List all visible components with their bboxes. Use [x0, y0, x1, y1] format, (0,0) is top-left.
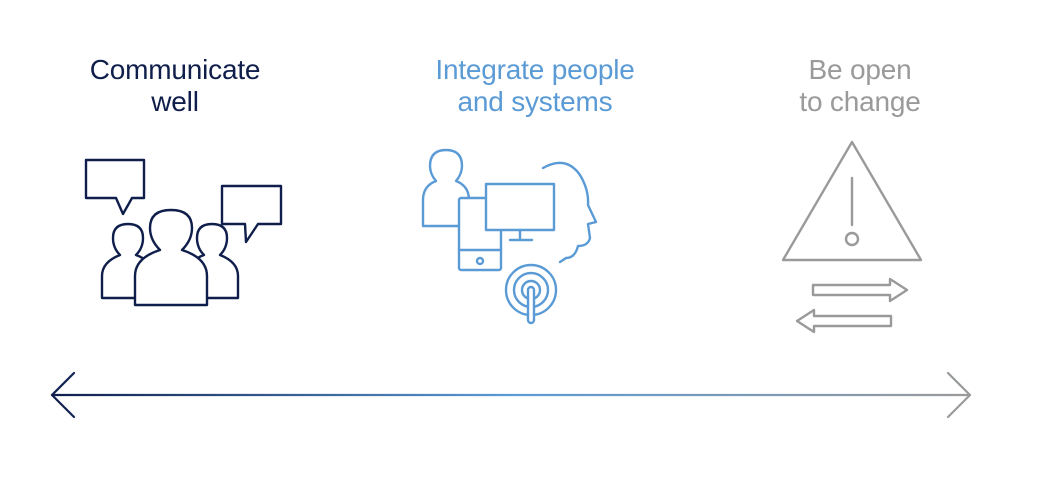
- title-communicate-well: Communicate well: [40, 54, 310, 118]
- title-line: Communicate: [89, 54, 261, 85]
- arrowhead-left: [50, 371, 76, 419]
- title-line: to change: [799, 86, 921, 117]
- title-line: well: [151, 86, 199, 117]
- warning-triangle-icon: [781, 140, 923, 262]
- exclamation-dot: [844, 231, 860, 247]
- person-icon: [421, 148, 471, 228]
- title-line: and systems: [457, 86, 613, 117]
- arrow-right-icon: [811, 277, 909, 303]
- speech-bubble-right-icon: [220, 184, 283, 244]
- head-profile-icon: [541, 161, 598, 264]
- arrow-left-icon: [795, 308, 893, 334]
- arrowhead-right: [946, 371, 972, 419]
- spectrum-arrow: [50, 371, 972, 419]
- title-line: Integrate people: [435, 54, 635, 85]
- title-be-open: Be open to change: [760, 54, 960, 118]
- signal-icon: [504, 263, 558, 325]
- title-line: Be open: [808, 54, 912, 85]
- speech-bubble-left-icon: [84, 158, 146, 216]
- monitor-icon: [484, 182, 556, 232]
- title-integrate-people: Integrate people and systems: [380, 54, 690, 118]
- warning-arrows-icon: [781, 140, 923, 334]
- person-devices-icon: [421, 148, 598, 325]
- people-speech-icon: [84, 158, 283, 307]
- person-center-icon: [133, 208, 209, 307]
